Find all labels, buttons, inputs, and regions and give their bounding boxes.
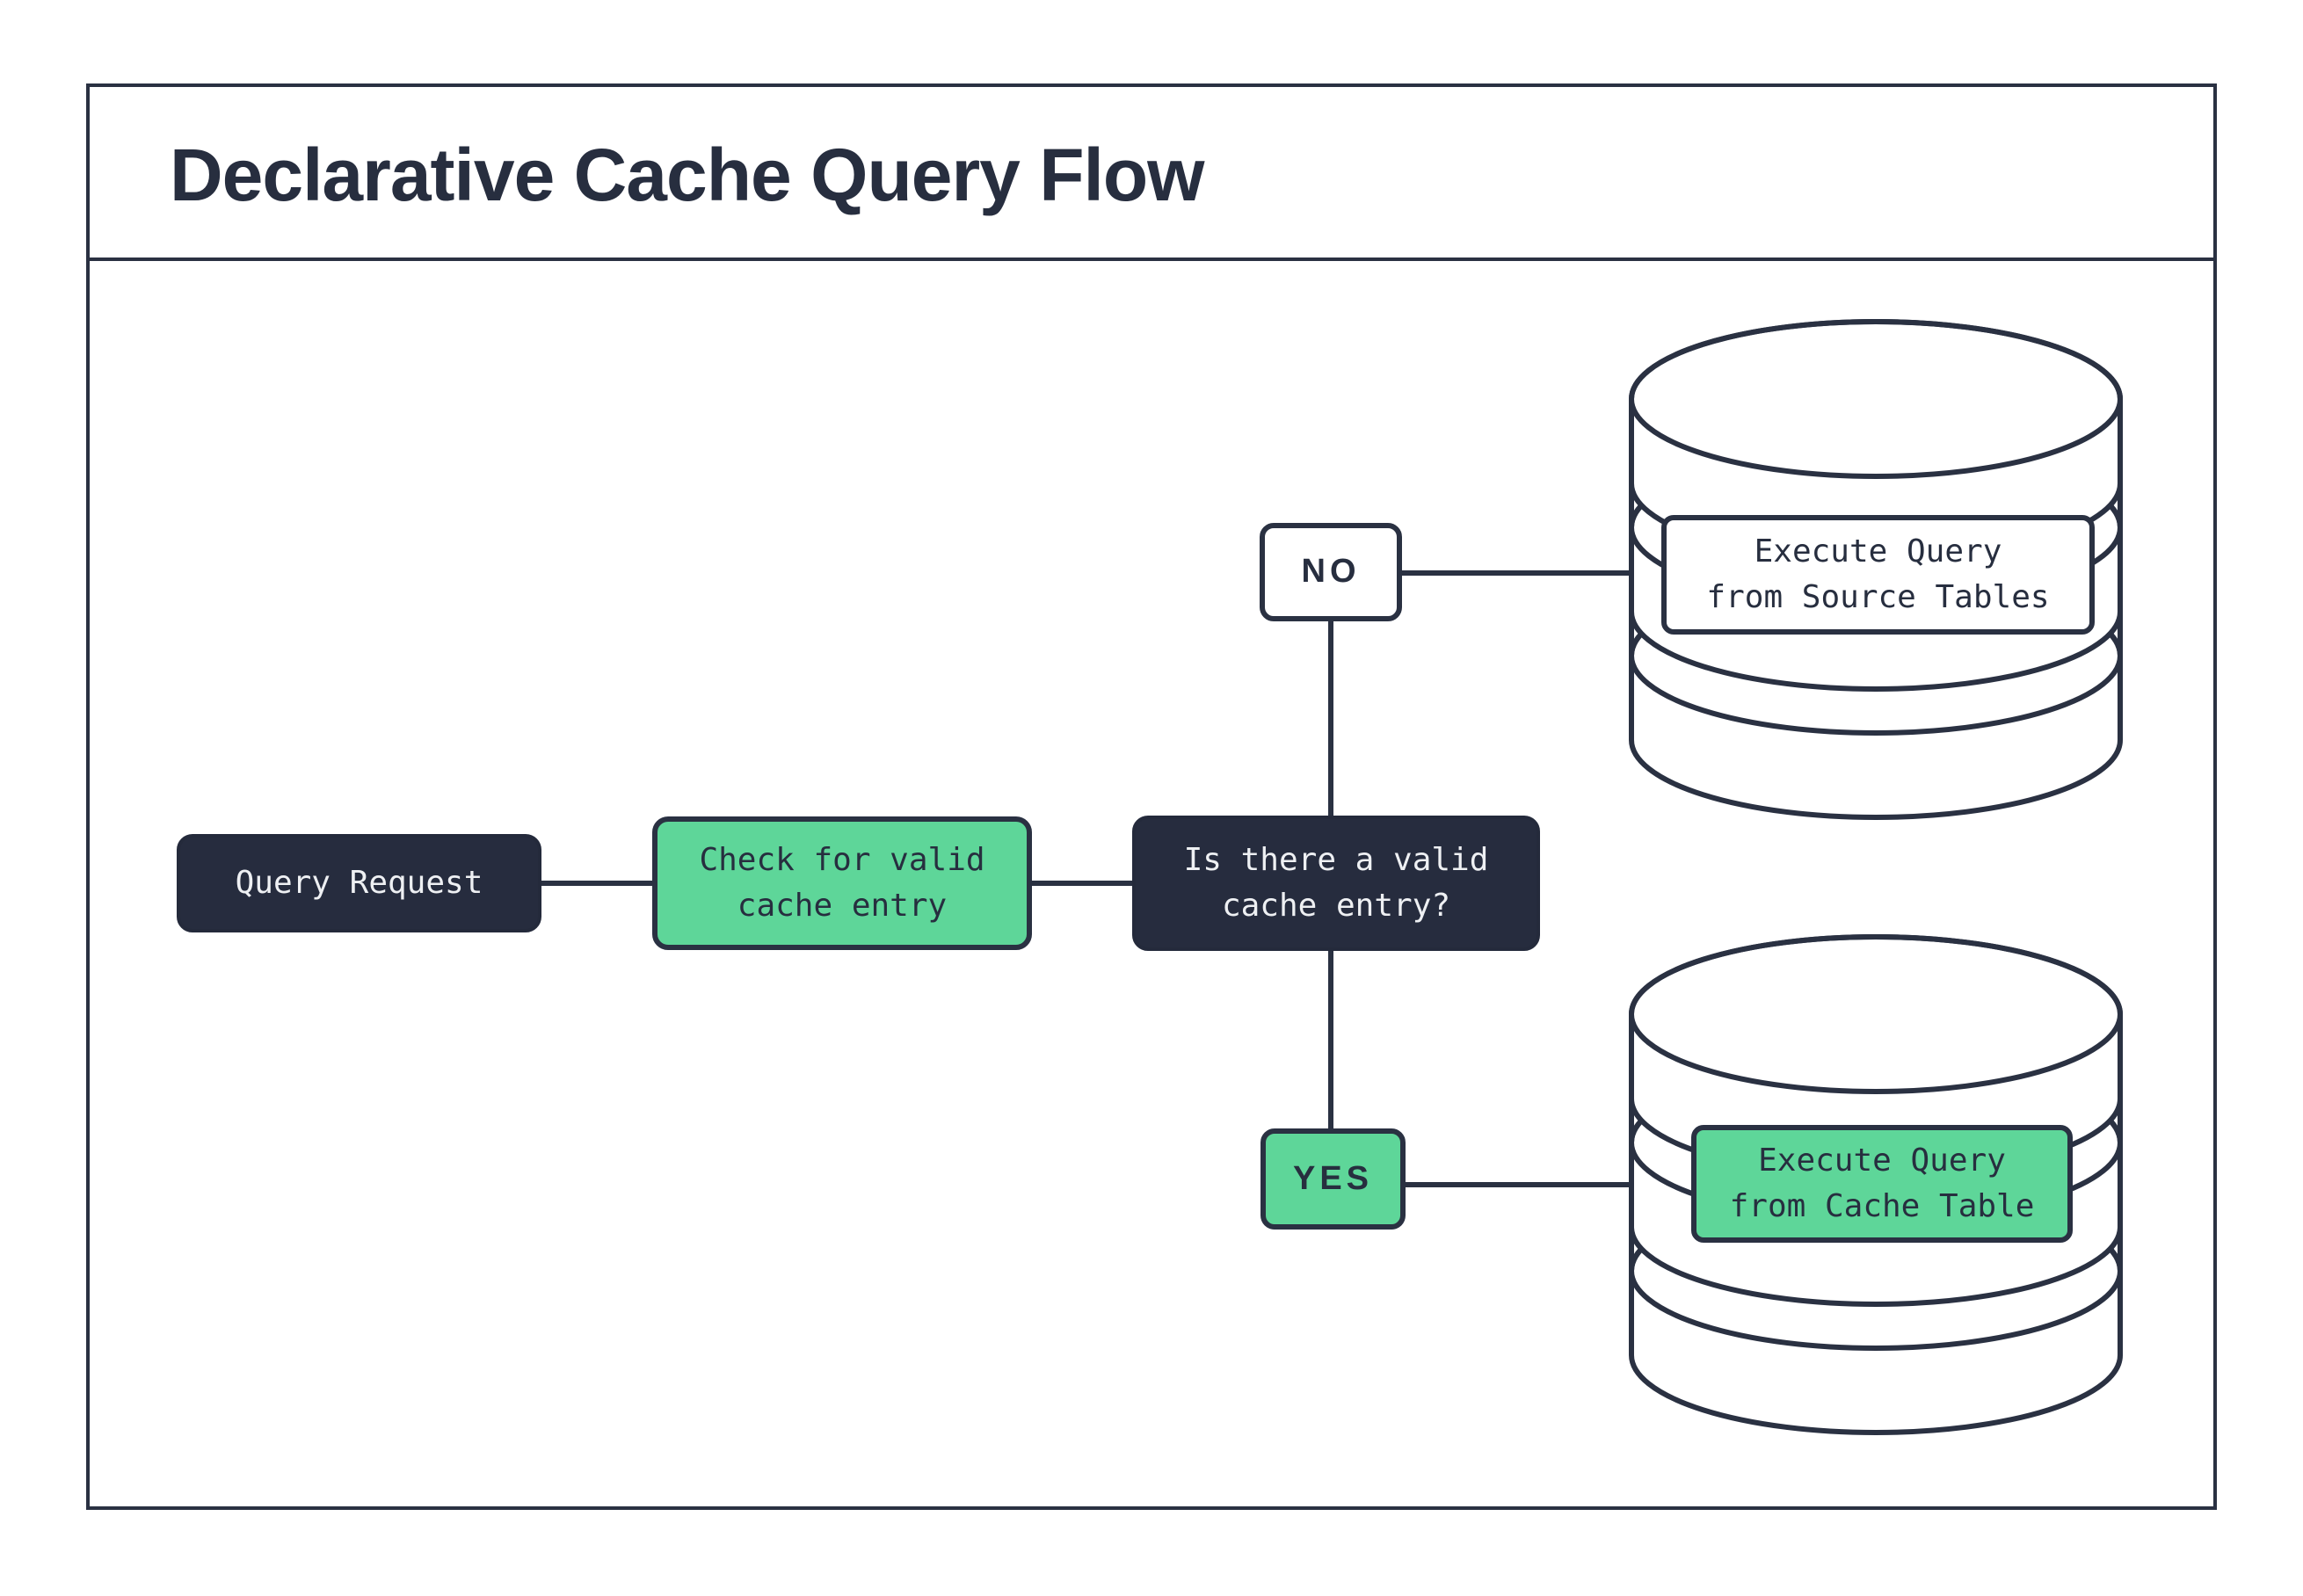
node-execute-query-source: Execute Query from Source Tables bbox=[1661, 515, 2095, 635]
node-check-cache-entry: Check for valid cache entry bbox=[652, 816, 1032, 950]
diagram-frame bbox=[86, 83, 2217, 1510]
title-divider bbox=[86, 258, 2217, 261]
connector-lines bbox=[541, 570, 1631, 1187]
node-query-request: Query Request bbox=[177, 834, 541, 932]
node-execute-query-cache: Execute Query from Cache Table bbox=[1691, 1125, 2073, 1243]
node-decision-valid-cache: Is there a valid cache entry? bbox=[1132, 816, 1540, 951]
branch-label-yes: YES bbox=[1260, 1128, 1406, 1230]
branch-label-no: NO bbox=[1260, 523, 1402, 621]
page-title: Declarative Cache Query Flow bbox=[170, 133, 1205, 216]
